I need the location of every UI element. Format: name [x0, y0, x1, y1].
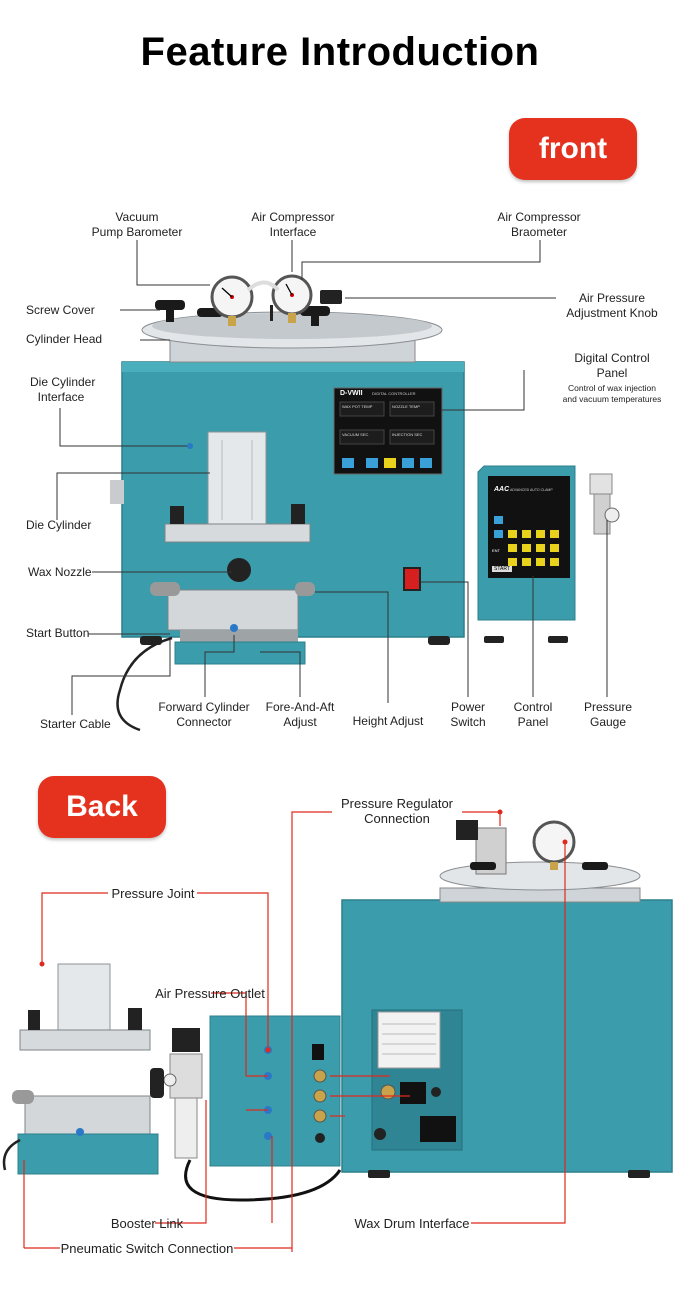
- label-start-button: Start Button: [26, 626, 90, 640]
- controller-brand: D-VWII: [340, 390, 363, 397]
- label-screw-cover: Screw Cover: [26, 303, 95, 317]
- label-pneumatic-switch-connection: Pneumatic Switch Connection: [60, 1241, 234, 1256]
- label-starter-cable: Starter Cable: [40, 717, 111, 731]
- wax-pot-temp-label: WAX POT TEMP: [342, 404, 373, 409]
- front-badge: front: [509, 118, 637, 180]
- label-air-pressure-outlet: Air Pressure Outlet: [155, 986, 265, 1001]
- clamp-subtitle: ADVANCED AUTO CLAMP: [510, 488, 553, 492]
- injection-sec-label: INJECTION SEC: [392, 432, 423, 437]
- label-wax-drum-interface: Wax Drum Interface: [354, 1216, 470, 1231]
- label-pressure-joint: Pressure Joint: [111, 886, 195, 901]
- clamp-start-key: START: [492, 566, 512, 572]
- clamp-brand: AAC: [494, 486, 510, 493]
- label-wax-nozzle: Wax Nozzle: [28, 565, 92, 579]
- label-height-adjust: Height Adjust: [352, 714, 424, 728]
- clamp-ent-key: ENT: [492, 548, 500, 553]
- nozzle-temp-label: NOZZLE TEMP: [392, 404, 420, 409]
- controller-subtitle: DIGITAL CONTROLLER: [372, 391, 416, 396]
- vacuum-sec-label: VACUUM SEC: [342, 432, 369, 437]
- label-die-cylinder: Die Cylinder: [26, 518, 92, 532]
- back-badge: Back: [38, 776, 166, 838]
- label-booster-link: Booster Link: [110, 1216, 184, 1231]
- label-cylinder-head: Cylinder Head: [26, 332, 103, 346]
- page-title: Feature Introduction: [140, 30, 540, 74]
